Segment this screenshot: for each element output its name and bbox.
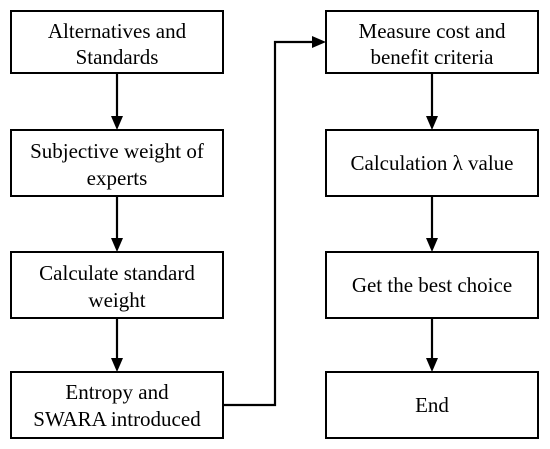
step-standard-weight: Calculate standard weight <box>10 251 224 319</box>
step-subjective-weight: Subjective weight of experts <box>10 129 224 197</box>
step-lambda-value: Calculation λ value <box>325 129 539 197</box>
arrow-alternatives-to-subjective <box>111 73 123 130</box>
step-best-choice: Get the best choice <box>325 251 539 319</box>
step-measure-criteria-line-1: Measure cost and <box>359 19 506 43</box>
step-alternatives-line-1: Alternatives and <box>48 19 187 43</box>
step-end-box <box>325 371 539 439</box>
step-subjective-weight-line-1: Subjective weight of <box>30 139 204 163</box>
step-alternatives-box <box>10 10 224 74</box>
arrow-lambda-to-best <box>426 196 438 252</box>
step-measure-criteria: Measure cost and benefit criteria <box>325 10 539 74</box>
step-end-line-1: End <box>415 393 449 417</box>
step-lambda-value-line-1: Calculation λ value <box>351 151 514 175</box>
step-entropy-swara-line-2: SWARA introduced <box>33 407 201 431</box>
step-alternatives: Alternatives and Standards <box>10 10 224 74</box>
step-end: End <box>325 371 539 439</box>
step-standard-weight-line-1: Calculate standard <box>39 261 195 285</box>
arrow-best-to-end <box>426 318 438 372</box>
arrow-entropy-to-measure <box>223 36 326 407</box>
step-alternatives-line-2: Standards <box>76 45 159 69</box>
arrow-measure-to-lambda <box>426 73 438 130</box>
step-entropy-swara-line-1: Entropy and <box>65 380 169 404</box>
step-measure-criteria-line-2: benefit criteria <box>370 45 494 69</box>
arrow-standard-to-entropy <box>111 318 123 372</box>
step-subjective-weight-box <box>10 129 224 197</box>
arrow-subjective-to-standard <box>111 196 123 252</box>
step-best-choice-line-1: Get the best choice <box>352 273 512 297</box>
step-lambda-value-box <box>325 129 539 197</box>
step-entropy-swara: Entropy and SWARA introduced <box>10 371 224 439</box>
step-subjective-weight-line-2: experts <box>87 166 148 190</box>
step-standard-weight-line-2: weight <box>88 288 145 312</box>
